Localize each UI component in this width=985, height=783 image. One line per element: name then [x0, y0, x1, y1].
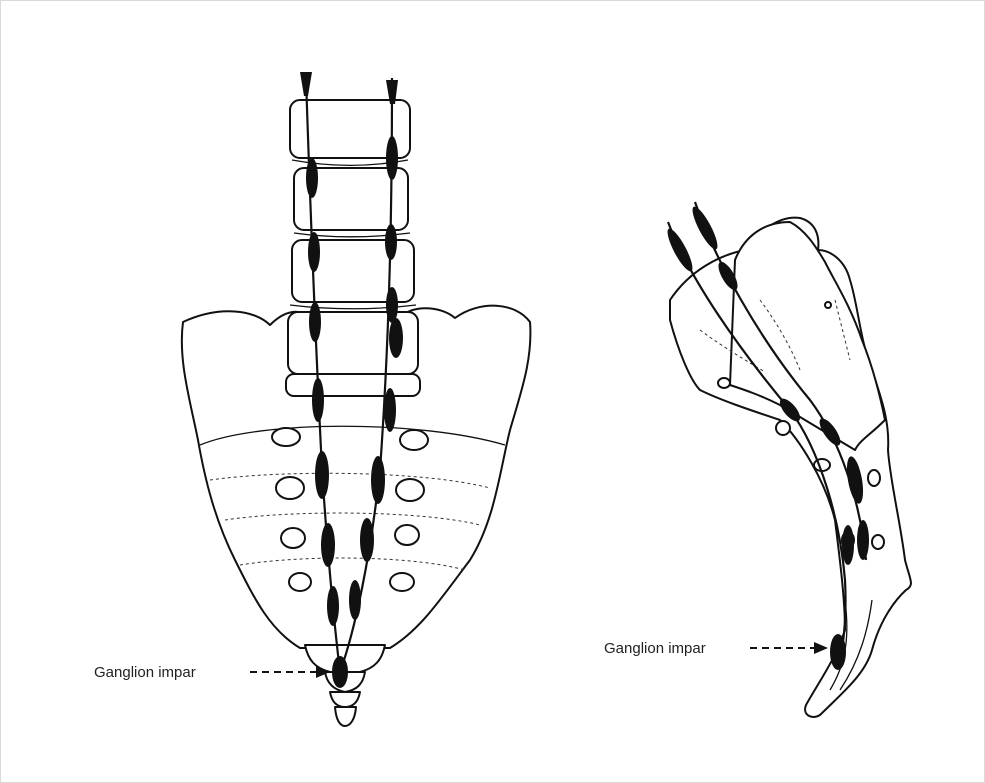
ganglion: [321, 523, 335, 567]
sacral-foramen: [872, 535, 884, 549]
ganglion: [386, 287, 398, 323]
ganglion: [842, 525, 854, 565]
ganglion: [386, 136, 398, 180]
ganglion: [384, 388, 396, 432]
ganglion: [309, 302, 321, 342]
ganglion-impar-label-lateral: Ganglion impar: [604, 640, 706, 657]
ganglion: [688, 204, 721, 252]
ganglion: [389, 318, 403, 358]
ganglion: [306, 158, 318, 198]
sacral-foramen: [276, 477, 304, 499]
ganglion: [360, 518, 374, 562]
sacral-foramen: [776, 421, 790, 435]
sacral-foramen: [390, 573, 414, 591]
trunk-tip: [300, 72, 312, 96]
anterior-view: [182, 72, 531, 726]
vertebra-endplate: [286, 374, 420, 396]
sacral-foramen: [289, 573, 311, 591]
sacral-foramen: [718, 378, 730, 388]
ganglion: [312, 378, 324, 422]
ganglion: [385, 224, 397, 260]
ganglion: [857, 520, 869, 560]
ganglion-impar-label-anterior: Ganglion impar: [94, 664, 196, 681]
ganglion: [663, 226, 696, 274]
sacral-foramen: [272, 428, 300, 446]
sacral-foramen: [868, 470, 880, 486]
ganglion: [349, 580, 361, 620]
ganglion-impar: [332, 656, 348, 688]
coccyx-segment: [330, 692, 360, 707]
ganglion-impar: [830, 634, 846, 670]
sacral-foramen: [396, 479, 424, 501]
coccyx-segment: [335, 707, 356, 726]
sacral-foramen: [825, 302, 831, 308]
ganglion: [327, 586, 339, 626]
ganglion: [315, 451, 329, 499]
sacral-foramen: [281, 528, 305, 548]
sacral-foramen: [395, 525, 419, 545]
ganglion: [371, 456, 385, 504]
sacral-foramen: [400, 430, 428, 450]
arrowhead: [814, 642, 828, 654]
ganglion: [308, 232, 320, 272]
